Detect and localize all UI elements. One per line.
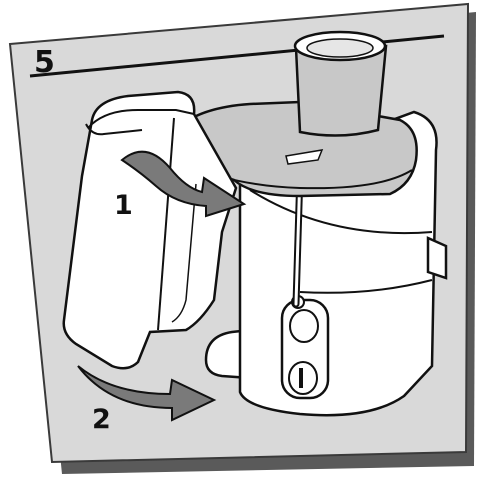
step-number: 5: [34, 45, 55, 80]
callout-2: 2: [92, 404, 111, 435]
callout-1: 1: [114, 190, 133, 221]
feed-tube-inner: [307, 39, 373, 57]
side-lever: [428, 238, 446, 278]
power-button-mark: [299, 368, 303, 388]
speed-dial: [290, 310, 318, 342]
